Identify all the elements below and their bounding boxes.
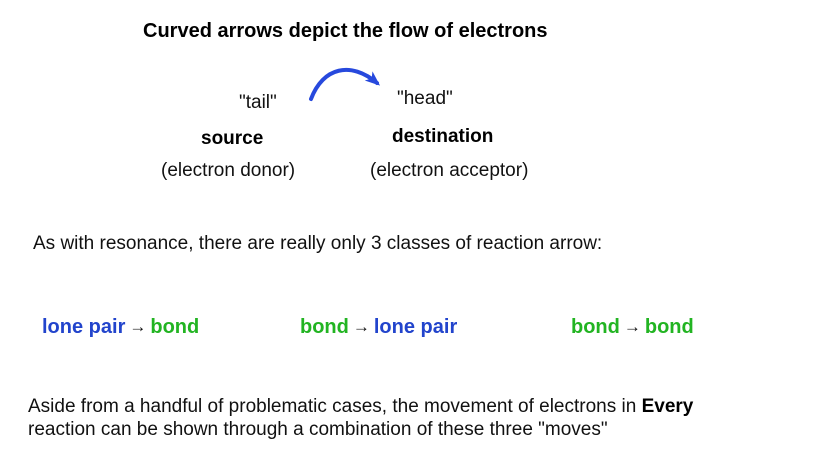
electron-donor-label: (electron donor) [161,160,296,181]
arrow-class-from: bond [571,316,620,338]
destination-label: destination [392,126,494,147]
arrow-class-to: bond [644,316,694,338]
right-arrow-icon: → [352,317,370,336]
right-arrow-icon: → [129,317,147,336]
source-label: source [201,128,264,149]
tail-label: "tail" [239,92,277,113]
arrow-class-to: bond [150,316,200,338]
page-title: Curved arrows depict the flow of electro… [143,20,548,42]
arrow-class-bond-to-lone-pair: bond→lone pair [300,316,457,339]
classes-intro-text: As with resonance, there are really only… [33,233,603,254]
footer-every-bold: Every [641,396,694,417]
arrow-class-bond-to-bond: bond→bond [571,316,694,339]
arrow-class-from: lone pair [42,316,126,338]
electron-acceptor-label: (electron acceptor) [370,160,529,181]
footer-line2-text: reaction can be shown through a combinat… [28,419,608,440]
footer-line1-text: Aside from a handful of problematic case… [28,396,642,417]
footer-paragraph: Aside from a handful of problematic case… [28,395,810,441]
head-label: "head" [397,88,453,109]
curved-arrow-icon [305,57,389,107]
arrow-class-lone-pair-to-bond: lone pair→bond [42,316,199,339]
right-arrow-icon: → [623,317,641,336]
arrow-class-to: lone pair [373,316,458,338]
arrow-class-from: bond [300,316,349,338]
